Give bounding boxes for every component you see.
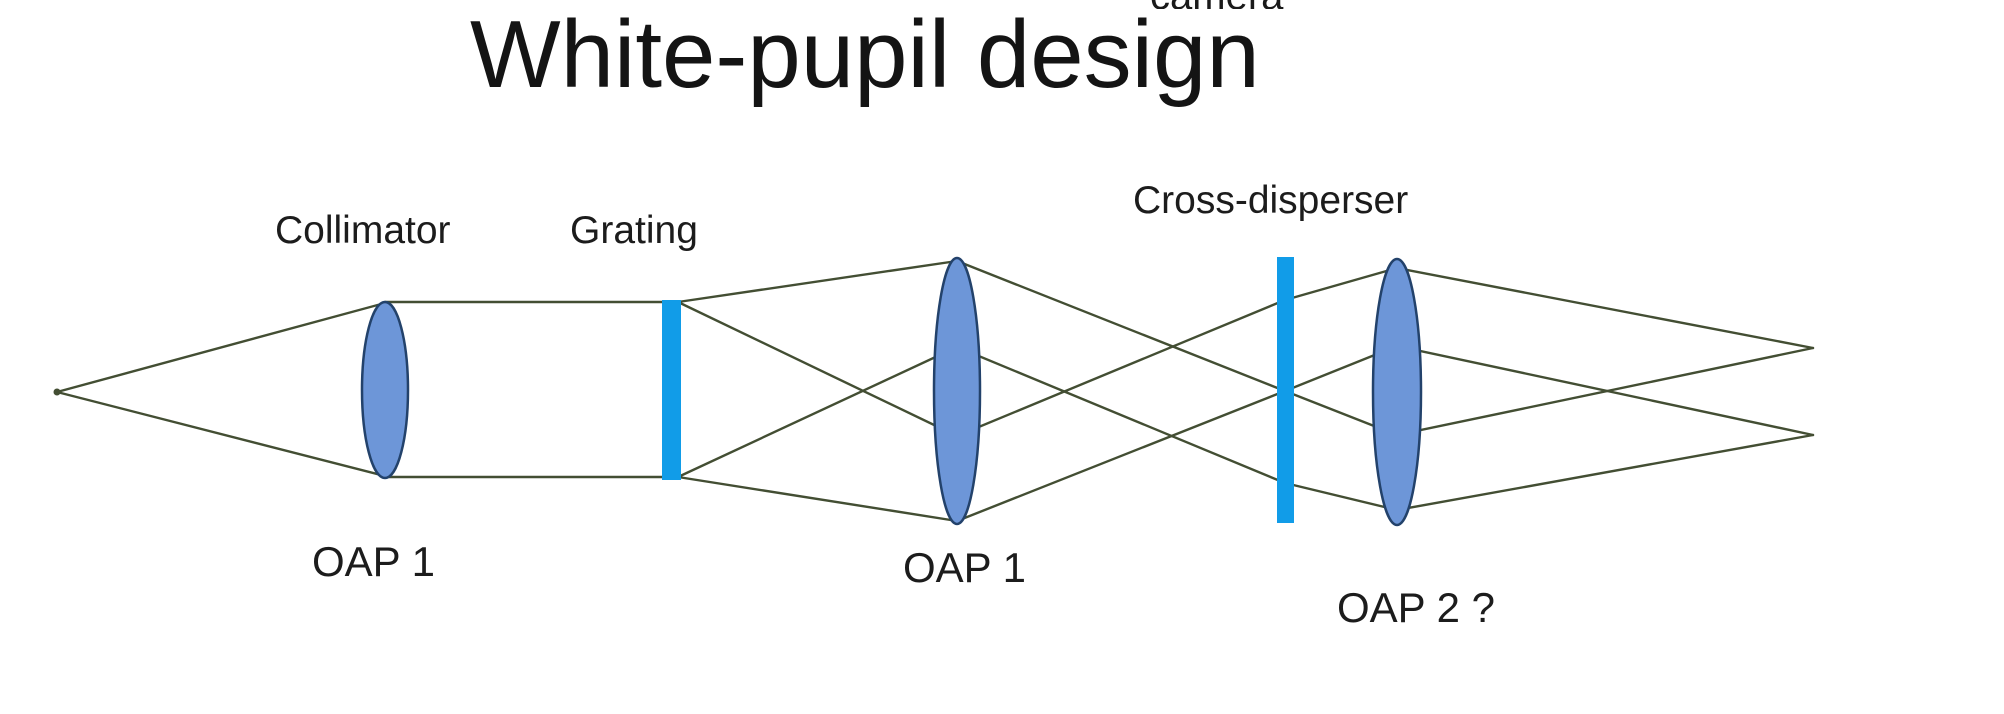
oap1-center-label: OAP 1: [903, 544, 1026, 591]
oap1-left-label: OAP 1: [312, 538, 435, 585]
camera-label-clipped: camera: [1150, 0, 1340, 9]
oap2-question-label: OAP 2 ?: [1337, 584, 1495, 631]
ray-grating-bottom-down: [676, 475, 959, 523]
ray-grating-top-up: [676, 259, 959, 304]
source-point: [53, 388, 61, 396]
ray-relay-lower-mid: [955, 266, 1399, 438]
cross-disperser-label: Cross-disperser: [1133, 179, 1409, 222]
ray-grating-top-down: [676, 300, 959, 438]
ray-camera-top: [1395, 266, 1815, 350]
cross-disperser-bar: [1277, 257, 1294, 523]
grating-label: Grating: [570, 209, 698, 252]
ray-camera-lower-mid: [1395, 346, 1815, 437]
oap1-relay-lens: [932, 256, 982, 526]
page-title: White-pupil design: [470, 1, 1260, 108]
grating-bar: [662, 300, 681, 480]
oap2-camera-lens: [1371, 257, 1423, 527]
collimator-lens: [360, 300, 410, 480]
camera-label-text: camera: [1150, 0, 1340, 9]
ray-source-to-collimator-top: [55, 301, 387, 394]
ray-camera-bottom: [1395, 433, 1815, 512]
ray-grating-bottom-up: [676, 345, 959, 479]
ray-source-to-collimator-bottom: [55, 390, 387, 478]
collimator-label: Collimator: [275, 209, 451, 252]
